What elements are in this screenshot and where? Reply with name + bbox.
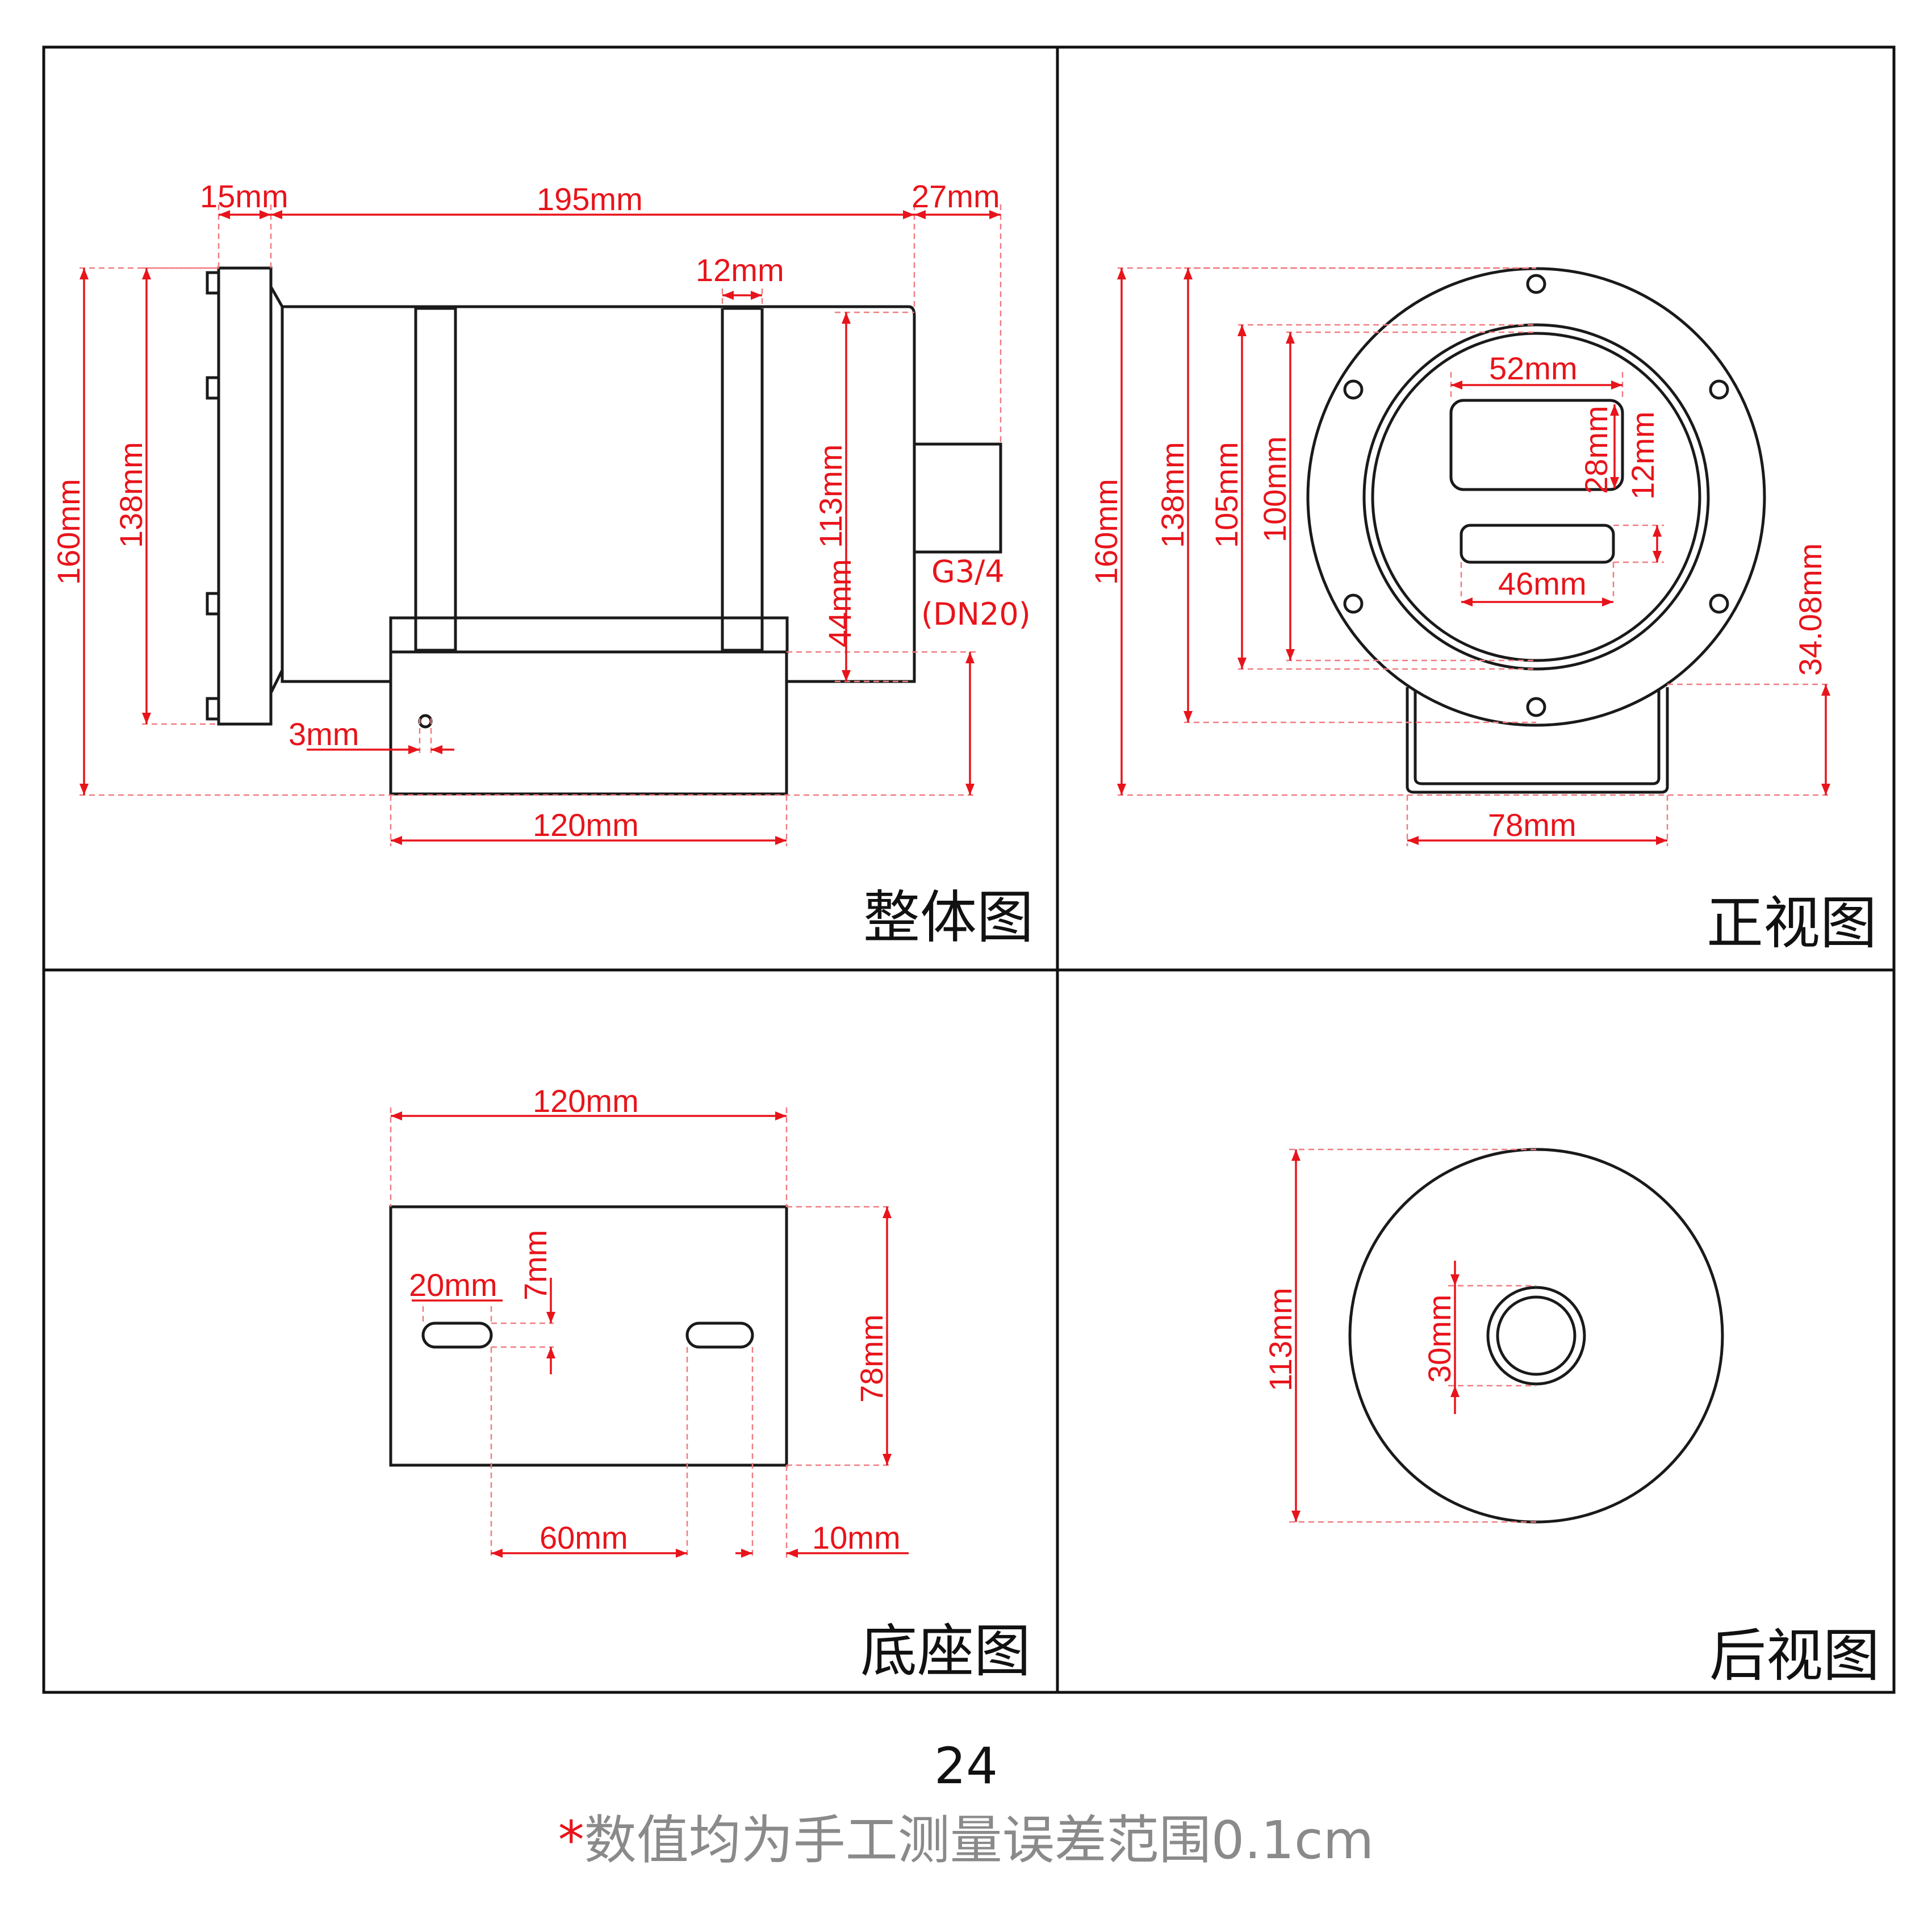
overall-view-panel: 15mm 195mm 27mm 12mm 44mm 160mm 138mm 11… <box>51 178 1034 951</box>
overall-view-title: 整体图 <box>863 884 1034 951</box>
front-dim-78: 78mm <box>1488 807 1576 843</box>
overall-dim-160: 160mm <box>51 479 86 585</box>
back-dim-113: 113mm <box>1262 1287 1298 1391</box>
base-view-panel: 120mm 20mm 7mm 78mm 60mm 10mm 底座图 <box>389 1083 1031 1684</box>
overall-dim-138: 138mm <box>113 442 149 548</box>
overall-view-dimensions: 15mm 195mm 27mm 12mm 44mm 160mm 138mm 11… <box>51 178 1031 846</box>
overall-view-drawing <box>206 266 1002 796</box>
note-text: 数值均为手工测量误差范围0.1cm <box>584 1810 1374 1871</box>
back-view-title: 后视图 <box>1709 1622 1880 1689</box>
front-dim-100: 100mm <box>1257 436 1293 542</box>
front-dim-34-08: 34.08mm <box>1792 543 1828 676</box>
overall-dim-44: 44mm <box>822 559 858 647</box>
front-dim-160: 160mm <box>1088 479 1124 585</box>
overall-dim-27: 27mm <box>911 178 1000 214</box>
front-dim-12: 12mm <box>1625 411 1661 500</box>
note-star: * <box>558 1810 584 1871</box>
front-dim-46: 46mm <box>1498 566 1587 601</box>
overall-dim-12: 12mm <box>696 252 784 288</box>
base-dim-20: 20mm <box>409 1267 497 1303</box>
panel-grid <box>42 45 1896 1694</box>
front-dim-105: 105mm <box>1208 442 1244 548</box>
back-view-dimensions: 113mm 30mm <box>1262 1148 1536 1523</box>
front-dim-138: 138mm <box>1155 442 1190 548</box>
base-dim-78: 78mm <box>854 1314 889 1403</box>
front-view-title: 正视图 <box>1707 890 1877 956</box>
back-view-panel: 113mm 30mm 后视图 <box>1262 1148 1880 1689</box>
base-dim-60: 60mm <box>540 1520 628 1555</box>
measurement-note: *数值均为手工测量误差范围0.1cm <box>558 1810 1374 1871</box>
front-dim-28: 28mm <box>1578 405 1614 494</box>
base-view-title: 底座图 <box>860 1618 1031 1684</box>
overall-dim-3: 3mm <box>288 716 359 752</box>
base-view-dimensions: 120mm 20mm 7mm 78mm 60mm 10mm <box>390 1083 909 1559</box>
base-dim-120: 120mm <box>533 1083 639 1119</box>
page-number: 24 <box>934 1737 998 1795</box>
overall-dim-15: 15mm <box>200 178 288 214</box>
base-view-drawing <box>389 1205 788 1467</box>
front-view-dimensions: 52mm 46mm 28mm 12mm 160mm 138mm 105mm 10… <box>1088 267 1830 846</box>
overall-dim-113: 113mm <box>813 444 848 548</box>
overall-dim-195: 195mm <box>537 181 643 217</box>
front-view-panel: 52mm 46mm 28mm 12mm 160mm 138mm 105mm 10… <box>1088 267 1877 956</box>
front-dim-52: 52mm <box>1489 350 1578 386</box>
base-dim-10: 10mm <box>812 1520 901 1555</box>
overall-thread-size: G3/4 <box>931 554 1005 589</box>
overall-thread-dn: (DN20) <box>921 596 1031 632</box>
base-dim-7: 7mm <box>517 1230 553 1300</box>
overall-dim-120: 120mm <box>533 807 639 843</box>
back-view-drawing <box>1348 1148 1724 1524</box>
front-view-drawing <box>1306 267 1766 794</box>
back-dim-30: 30mm <box>1421 1294 1457 1383</box>
